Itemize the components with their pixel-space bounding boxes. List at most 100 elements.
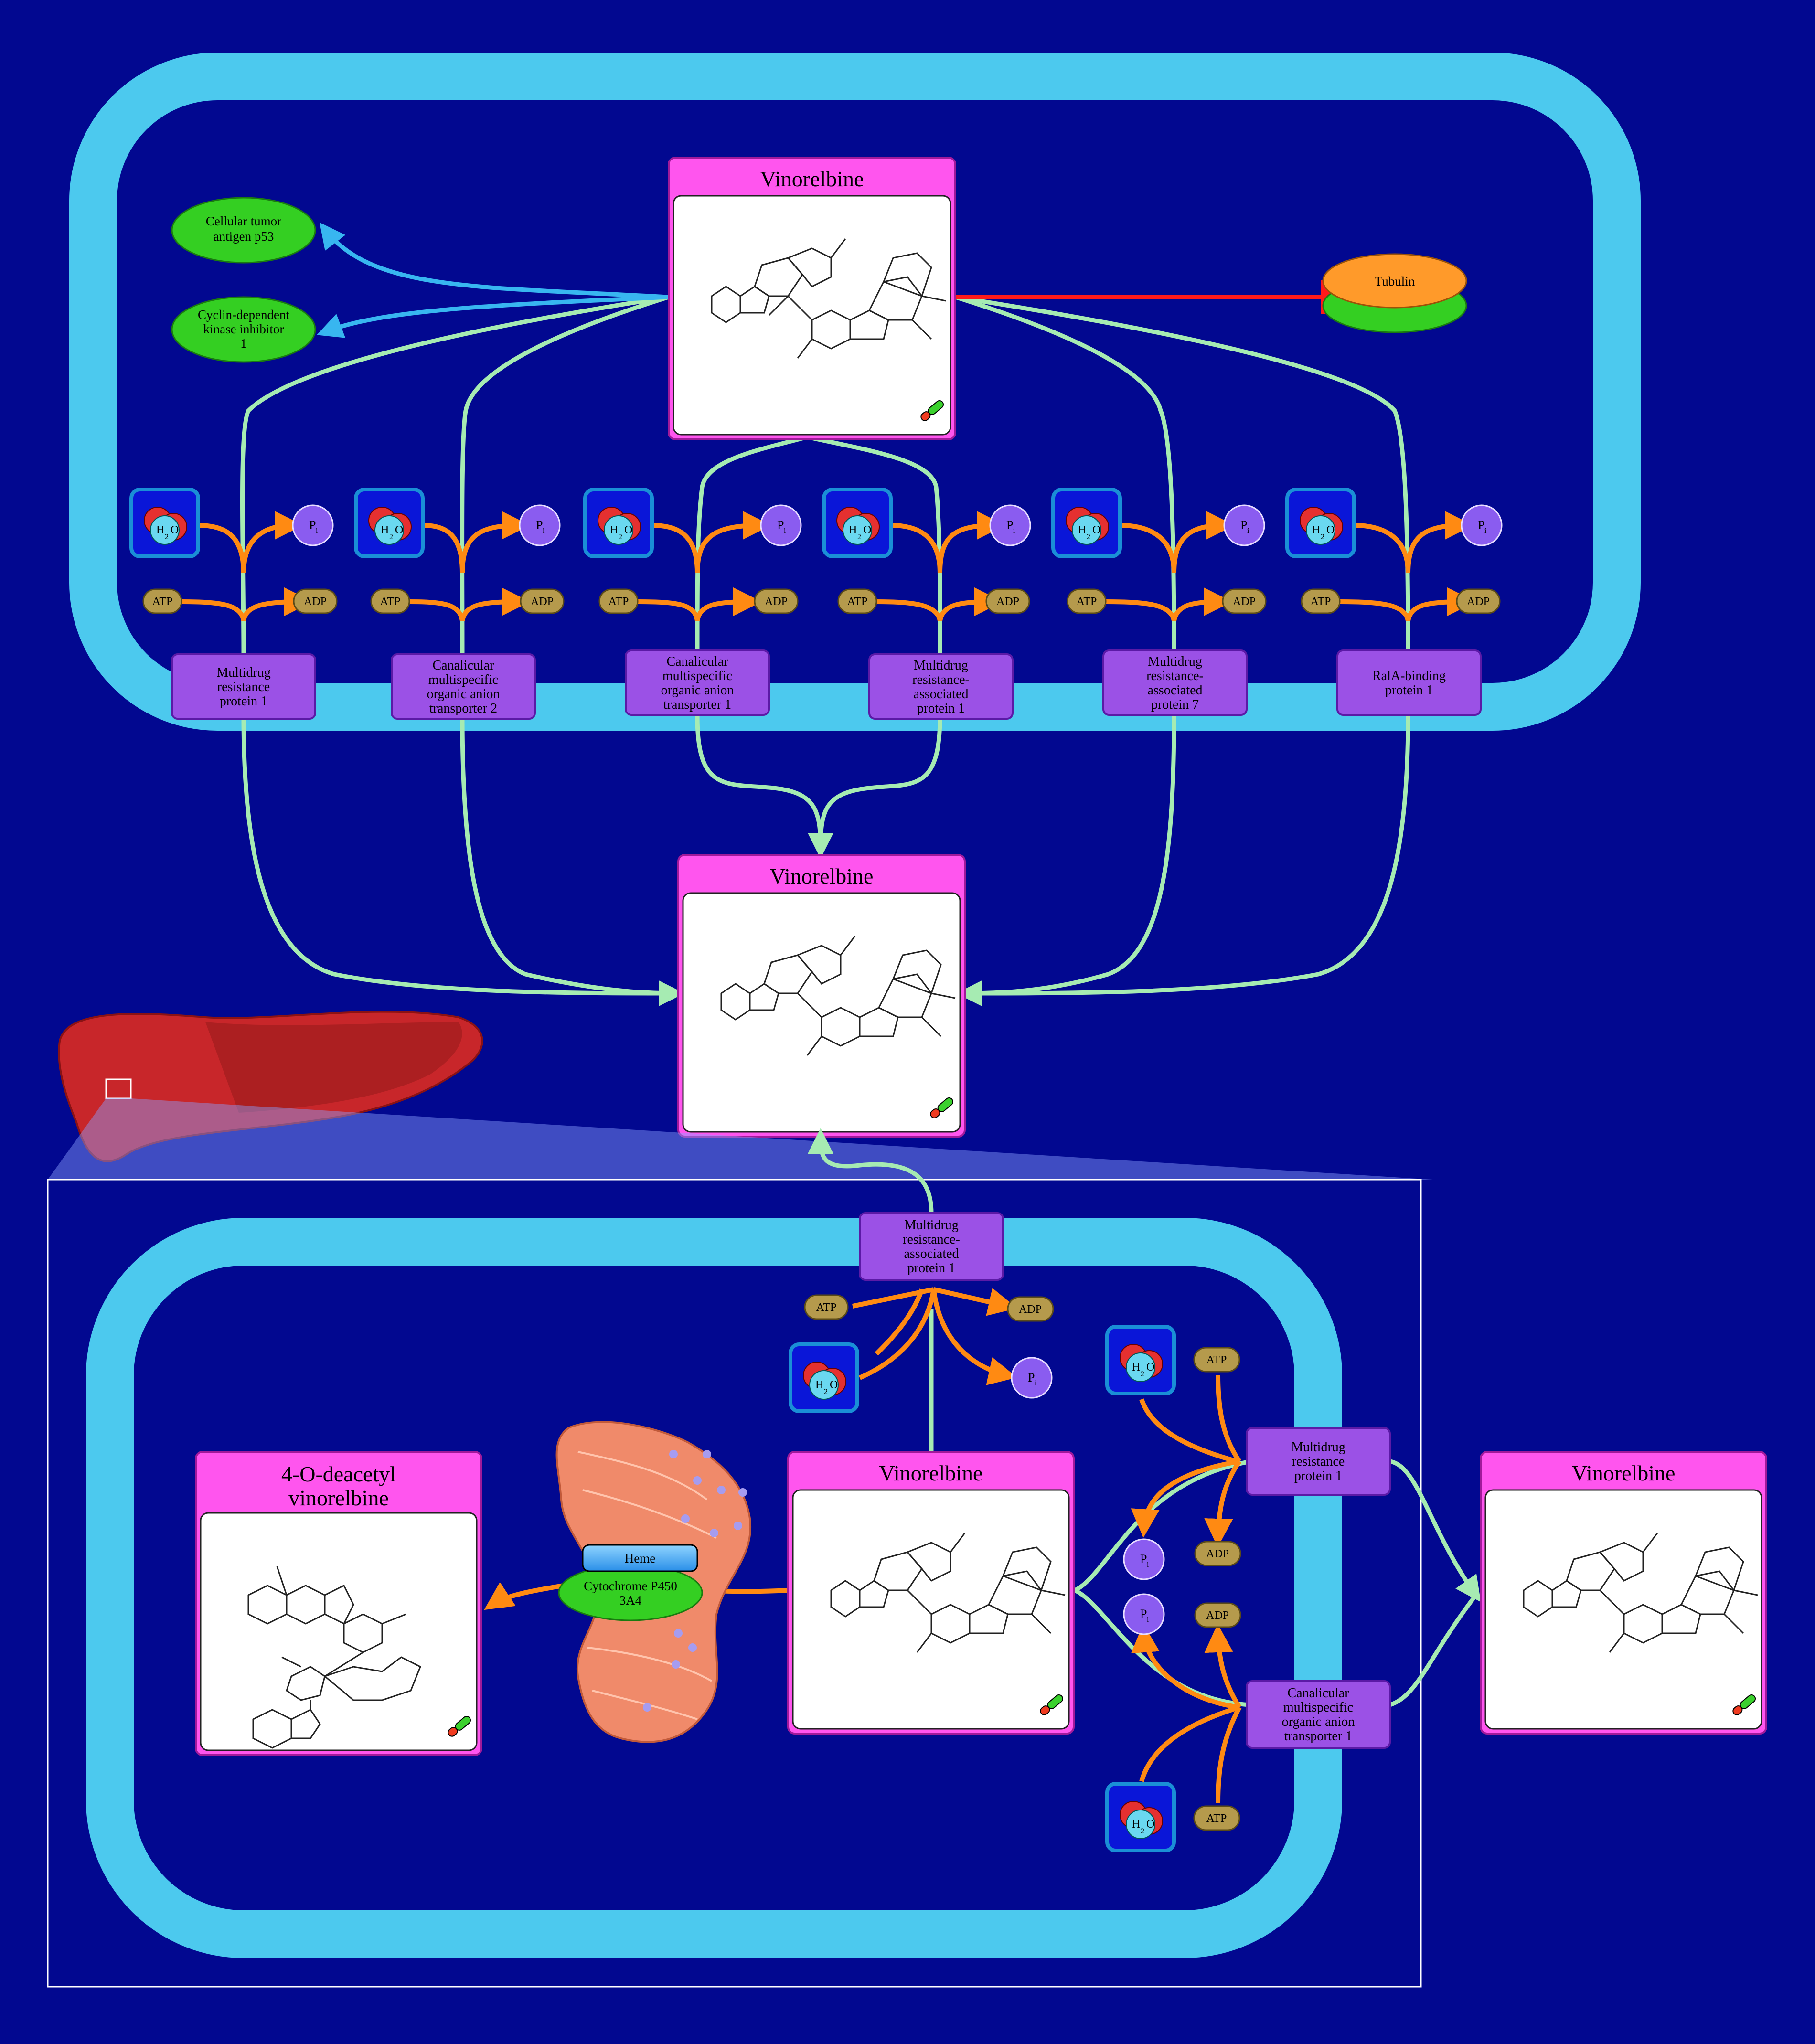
water-h: H: [1312, 524, 1320, 536]
liver-zoom-marker: [105, 1078, 132, 1099]
adp-pill: ADP: [985, 588, 1030, 614]
water-o: O: [863, 524, 871, 536]
svg-text:Canalicular: Canalicular: [1287, 1686, 1349, 1701]
svg-text:Multidrug: Multidrug: [1291, 1440, 1345, 1455]
vinorelbine-structure: [1523, 1533, 1758, 1653]
bottom-drug-card-extracellular[interactable]: Vinorelbine: [1480, 1451, 1767, 1735]
phosphate-sub: i: [1147, 1616, 1149, 1624]
svg-text:protein 7: protein 7: [1151, 697, 1199, 712]
atp-pill: ATP: [142, 588, 182, 614]
water-molecule: H 2 O: [354, 488, 425, 558]
adp-pill: ADP: [1194, 1602, 1241, 1628]
atp-pill: ATP: [1301, 588, 1341, 614]
atp-pill: ATP: [1193, 1805, 1240, 1831]
water-o: O: [1326, 524, 1335, 536]
adp-pill: ADP: [754, 588, 799, 614]
water-molecule: H 2 O: [822, 488, 893, 558]
adp-pill: ADP: [1007, 1296, 1054, 1322]
target-p53-label-1: Cellular tumor: [206, 214, 281, 228]
svg-text:associated: associated: [1147, 683, 1202, 698]
transporter-cmoat1-top[interactable]: Canalicular multispecific organic anion …: [625, 649, 770, 716]
drug-card-badge: [448, 1715, 471, 1737]
adp-label: ADP: [1206, 1609, 1229, 1622]
target-tubulin[interactable]: Tubulin: [1322, 253, 1467, 333]
adp-pill: ADP: [1194, 1541, 1241, 1566]
adp-pill: ADP: [293, 588, 338, 614]
transporter-mrp7-top[interactable]: Multidrug resistance- associated protein…: [1102, 649, 1248, 716]
atp-label: ATP: [152, 596, 173, 608]
svg-text:organic anion: organic anion: [661, 683, 734, 698]
phosphate-sub: i: [316, 527, 318, 535]
top-transport-arrows: [240, 295, 1410, 1006]
atp-pill: ATP: [1193, 1347, 1240, 1373]
water-h: H: [815, 1379, 823, 1391]
top-cell-membrane: [69, 53, 1641, 731]
metabolite-card[interactable]: 4-O-deacetyl vinorelbine: [195, 1451, 482, 1756]
top-atp-hydrolysis-arrows: [181, 511, 1476, 622]
phosphate-sub: i: [543, 527, 545, 535]
transporter-cmoat2-top[interactable]: Canalicular multispecific organic anion …: [391, 653, 536, 720]
svg-text:Canalicular: Canalicular: [432, 658, 494, 673]
adp-label: ADP: [996, 596, 1019, 608]
target-p53-label-2: antigen p53: [214, 229, 274, 244]
phosphate-label: P: [1140, 1607, 1147, 1621]
atp-pill: ATP: [837, 588, 877, 614]
top-water-molecules: H 2 O H 2 O H 2 O H 2: [129, 488, 1356, 558]
drug-card-badge: [1732, 1694, 1756, 1715]
water-h: H: [1078, 524, 1086, 536]
enzyme-cyp3a4-label-2: 3A4: [619, 1593, 642, 1608]
top-drug-card-intracellular[interactable]: Vinorelbine: [668, 157, 956, 440]
heme-cofactor: Heme: [582, 1544, 698, 1572]
atp-label: ATP: [847, 596, 868, 608]
svg-text:multispecific: multispecific: [428, 672, 498, 687]
water-molecule: H 2 O: [1285, 488, 1356, 558]
water-o: O: [1092, 524, 1100, 536]
water-h: H: [849, 524, 857, 536]
transporter-mrp1-bottom[interactable]: Multidrug resistance- associated protein…: [859, 1212, 1004, 1281]
svg-text:resistance-: resistance-: [1146, 669, 1204, 683]
phosphate-sub: i: [1247, 527, 1249, 535]
atp-label: ATP: [380, 596, 401, 608]
phosphate-label: P: [1140, 1552, 1147, 1566]
metabolite-title-2: vinorelbine: [288, 1486, 389, 1510]
bottom-drug-card-intracellular[interactable]: Vinorelbine: [787, 1451, 1075, 1735]
zoom-projection: [48, 1098, 1433, 1180]
svg-text:protein 1: protein 1: [917, 701, 965, 716]
transporter-mdr1-top[interactable]: Multidrug resistance protein 1: [171, 653, 316, 720]
atp-pill: ATP: [370, 588, 410, 614]
target-cdkn1[interactable]: Cyclin-dependent kinase inhibitor 1: [171, 296, 316, 363]
bottom-drug-card-extracellular-title: Vinorelbine: [1572, 1461, 1676, 1485]
water-2: 2: [824, 1388, 828, 1396]
vinorelbine-structure: [711, 238, 946, 359]
svg-text:transporter 1: transporter 1: [1284, 1729, 1352, 1744]
metabolite-structure: [247, 1566, 421, 1749]
svg-text:protein 1: protein 1: [1385, 683, 1433, 698]
svg-text:organic anion: organic anion: [1282, 1714, 1355, 1729]
water-2: 2: [857, 533, 861, 541]
transporter-mrp1-top[interactable]: Multidrug resistance- associated protein…: [868, 653, 1014, 720]
transporter-ralbp1-top[interactable]: RalA-binding protein 1: [1336, 649, 1482, 716]
drug-card-badge: [1040, 1694, 1063, 1715]
transporter-mdr1-bottom[interactable]: Multidrug resistance protein 1: [1246, 1427, 1391, 1496]
atp-label: ATP: [1311, 596, 1331, 608]
svg-text:resistance: resistance: [1292, 1454, 1345, 1469]
bottom-atp-hydrolysis-arrows: [484, 1287, 1242, 1803]
enzyme-cyp3a4[interactable]: Cytochrome P450 3A4: [558, 1564, 703, 1621]
water-2: 2: [1141, 1370, 1144, 1378]
adp-label: ADP: [1019, 1303, 1042, 1316]
svg-text:resistance-: resistance-: [903, 1232, 960, 1247]
water-h: H: [156, 524, 164, 536]
transporter-cmoat1-bottom[interactable]: Canalicular multispecific organic anion …: [1246, 1680, 1391, 1749]
water-molecule: H 2 O: [1051, 488, 1122, 558]
top-drug-card-extracellular[interactable]: Vinorelbine: [677, 854, 966, 1138]
water-molecule: H 2 O: [1105, 1782, 1176, 1852]
drug-card-badge: [930, 1097, 953, 1118]
vinorelbine-structure: [720, 936, 956, 1056]
water-o: O: [171, 524, 179, 536]
target-p53[interactable]: Cellular tumor antigen p53: [171, 197, 316, 264]
adp-label: ADP: [531, 596, 554, 608]
svg-text:multispecific: multispecific: [662, 669, 732, 683]
